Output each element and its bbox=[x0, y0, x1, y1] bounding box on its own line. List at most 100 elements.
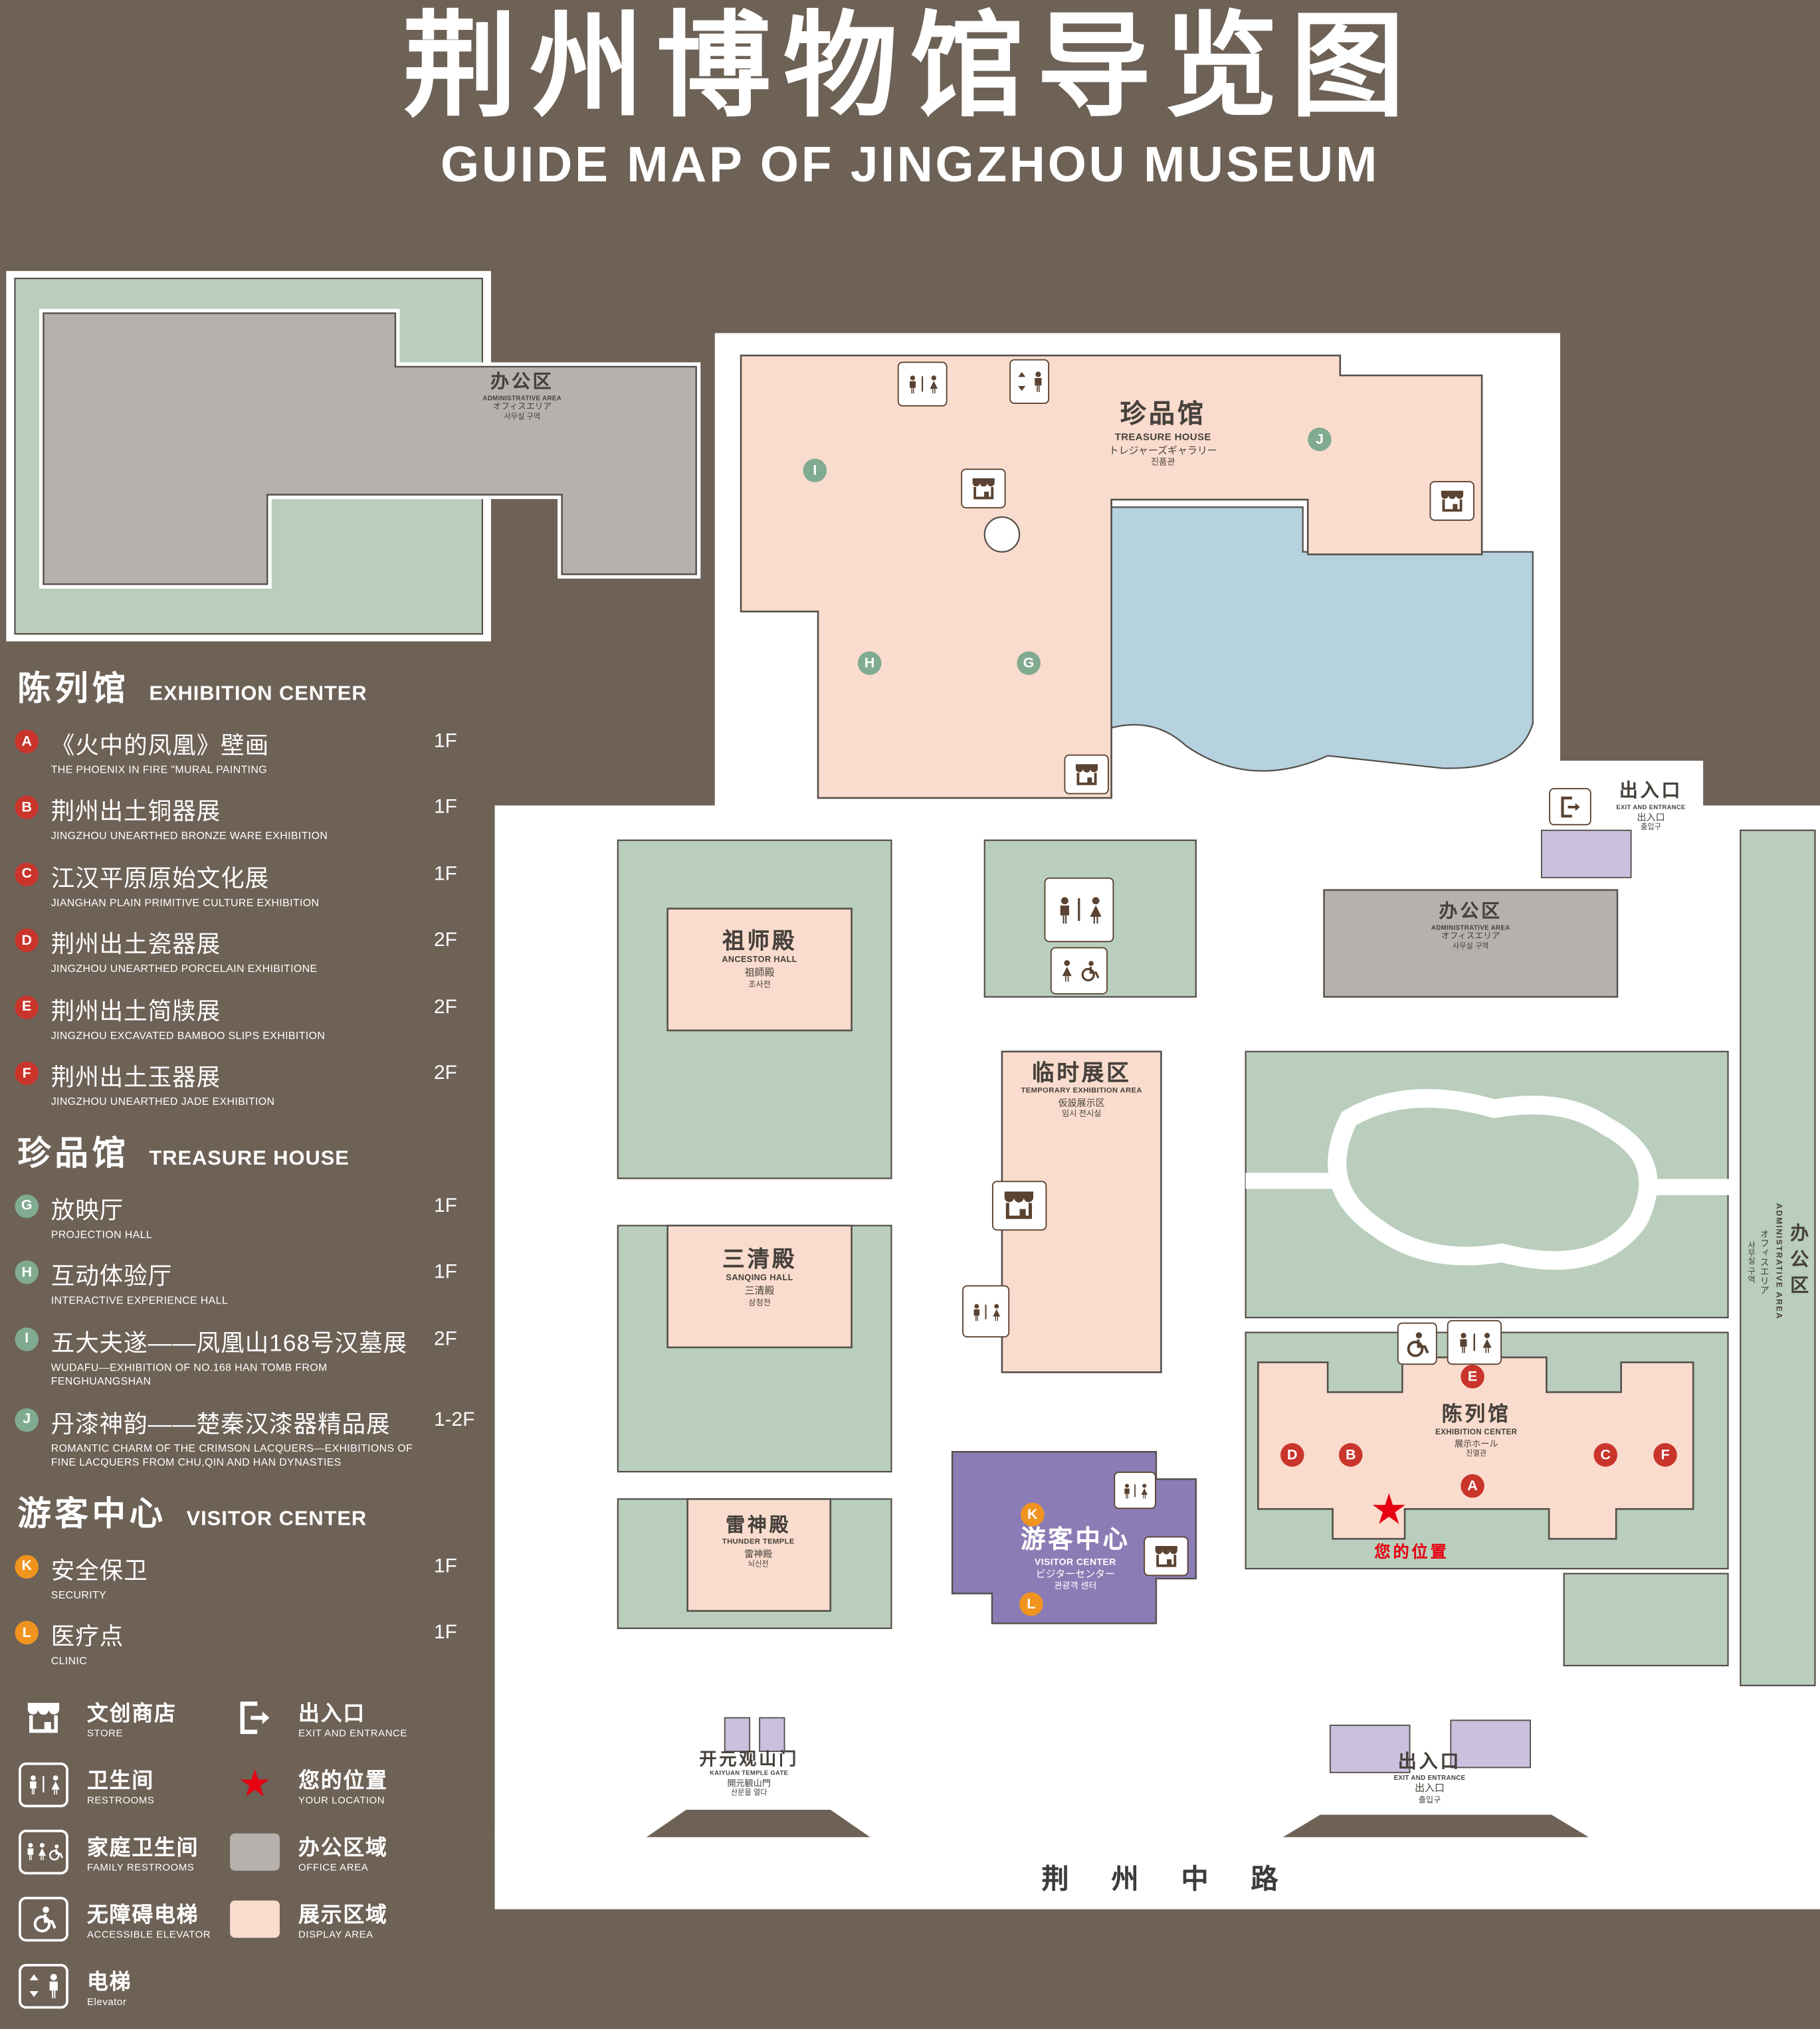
map-marker-g: G bbox=[1017, 651, 1041, 675]
floor-badge: 2F bbox=[433, 930, 457, 951]
floor-badge: 1F bbox=[433, 1195, 457, 1217]
map-marker-k: K bbox=[1021, 1502, 1045, 1527]
floor-badge: 2F bbox=[433, 1063, 457, 1085]
elevator-icon bbox=[1009, 359, 1050, 405]
map-marker-c: C bbox=[1593, 1443, 1618, 1467]
exit-icon bbox=[1549, 788, 1591, 826]
legend-section-visitor-center: 游客中心 VISITOR CENTER bbox=[17, 1494, 367, 1533]
store-icon bbox=[1144, 1536, 1189, 1577]
label-treasure-house: 珍品馆 TREASURE HOUSE トレジャーズギャラリー 진품관 bbox=[1108, 400, 1217, 468]
header: 荆州博物馆导览图 GUIDE MAP OF JINGZHOU MUSEUM bbox=[0, 0, 1820, 193]
map-marker-i: I bbox=[803, 458, 827, 482]
map-marker-b: B bbox=[1338, 1443, 1363, 1467]
floor-badge: 1F bbox=[433, 1555, 457, 1577]
floor-badge: 2F bbox=[433, 997, 457, 1018]
accessible-elevator-icon bbox=[1397, 1322, 1437, 1365]
label-temporary-exhibition: 临时展区 TEMPORARY EXHIBITION AREA 仮設展示区 임시 … bbox=[1021, 1060, 1142, 1119]
office-area-swatch bbox=[227, 1828, 284, 1875]
floor-badge: 1F bbox=[433, 864, 457, 885]
marker-e: E bbox=[15, 995, 39, 1019]
restrooms-icon bbox=[15, 1761, 72, 1808]
store-icon bbox=[961, 468, 1006, 509]
display-buildings bbox=[666, 354, 1694, 1612]
map-canvas bbox=[6, 270, 1820, 1909]
label-exit-bottom: 出入口 EXIT AND ENTRANCE 出入口 출입구 bbox=[1393, 1751, 1466, 1804]
marker-b: B bbox=[15, 796, 39, 820]
accessible-elevator-icon bbox=[15, 1895, 72, 1942]
marker-a: A bbox=[15, 729, 39, 753]
map-marker-d: D bbox=[1280, 1443, 1304, 1467]
admin-buildings bbox=[43, 312, 1619, 998]
marker-j: J bbox=[15, 1408, 39, 1432]
restrooms-icon bbox=[1114, 1472, 1156, 1509]
driveway-wedges bbox=[646, 1810, 1589, 1838]
marker-d: D bbox=[15, 929, 39, 953]
elevator-icon bbox=[15, 1962, 72, 2009]
legend-section-exhibition-center: 陈列馆 EXHIBITION CENTER bbox=[17, 670, 367, 708]
label-admin-right: 办公区 ADMINISTRATIVE AREA オフィスエリア 사무실 구역 bbox=[1431, 901, 1510, 951]
page-title: 荆州博物馆导览图 bbox=[403, 3, 1417, 131]
marker-g: G bbox=[15, 1194, 39, 1218]
floor-badge: 1F bbox=[433, 1262, 457, 1284]
marker-i: I bbox=[15, 1327, 39, 1351]
label-exit-top-right: 出入口 EXIT AND ENTRANCE 出入口 출입구 bbox=[1616, 780, 1686, 832]
label-jingzhou-middle-road: 荆 州 中 路 bbox=[1041, 1863, 1296, 1895]
label-ancestor-hall: 祖师殿 ANCESTOR HALL 祖師殿 조사전 bbox=[722, 928, 797, 989]
label-admin-strip: 办公区 ADMINISTRATIVE AREA オフィスエリア 사무실 구역 bbox=[1745, 1203, 1809, 1320]
page-subtitle: GUIDE MAP OF JINGZHOU MUSEUM bbox=[440, 137, 1380, 193]
your-location-star-icon: ★ bbox=[238, 1763, 272, 1804]
restrooms-icon bbox=[897, 361, 948, 407]
marker-c: C bbox=[15, 862, 39, 886]
label-admin-top-left: 办公区 ADMINISTRATIVE AREA オフィスエリア 사무실 구역 bbox=[482, 371, 562, 422]
your-location-label: 您的位置 bbox=[1374, 1542, 1449, 1561]
map-marker-a: A bbox=[1461, 1474, 1484, 1498]
store-icon bbox=[1064, 754, 1109, 795]
store-icon bbox=[1429, 481, 1474, 521]
floor-badge: 2F bbox=[433, 1328, 457, 1350]
store-icon bbox=[991, 1181, 1047, 1231]
legend-section-treasure-house: 珍品馆 TREASURE HOUSE bbox=[17, 1134, 350, 1172]
sanqing-hall-shape bbox=[666, 1224, 853, 1349]
exhibition-center-shape bbox=[1257, 1356, 1694, 1540]
label-exhibition-center: 陈列馆 EXHIBITION CENTER 展示ホール 진열관 bbox=[1435, 1403, 1518, 1458]
restrooms-icon bbox=[962, 1285, 1010, 1338]
map-marker-f: F bbox=[1653, 1443, 1677, 1467]
store-icon bbox=[15, 1693, 72, 1741]
floor-badge: 1F bbox=[433, 731, 457, 752]
floor-badge: 1-2F bbox=[433, 1409, 475, 1430]
restrooms-icon bbox=[1447, 1319, 1502, 1365]
display-area-swatch bbox=[227, 1895, 284, 1942]
pavilion-circle bbox=[983, 516, 1021, 553]
thunder-temple-shape bbox=[686, 1498, 832, 1612]
marker-h: H bbox=[15, 1260, 39, 1285]
label-visitor-center: 游客中心 VISITOR CENTER ビジターセンター 관광객 센터 bbox=[1021, 1526, 1130, 1592]
garden-paths bbox=[1245, 1089, 1731, 1270]
marker-f: F bbox=[15, 1062, 39, 1086]
map-marker-j: J bbox=[1308, 427, 1332, 452]
map-marker-e: E bbox=[1461, 1365, 1484, 1389]
your-location-star-icon: ★ bbox=[1369, 1486, 1408, 1534]
